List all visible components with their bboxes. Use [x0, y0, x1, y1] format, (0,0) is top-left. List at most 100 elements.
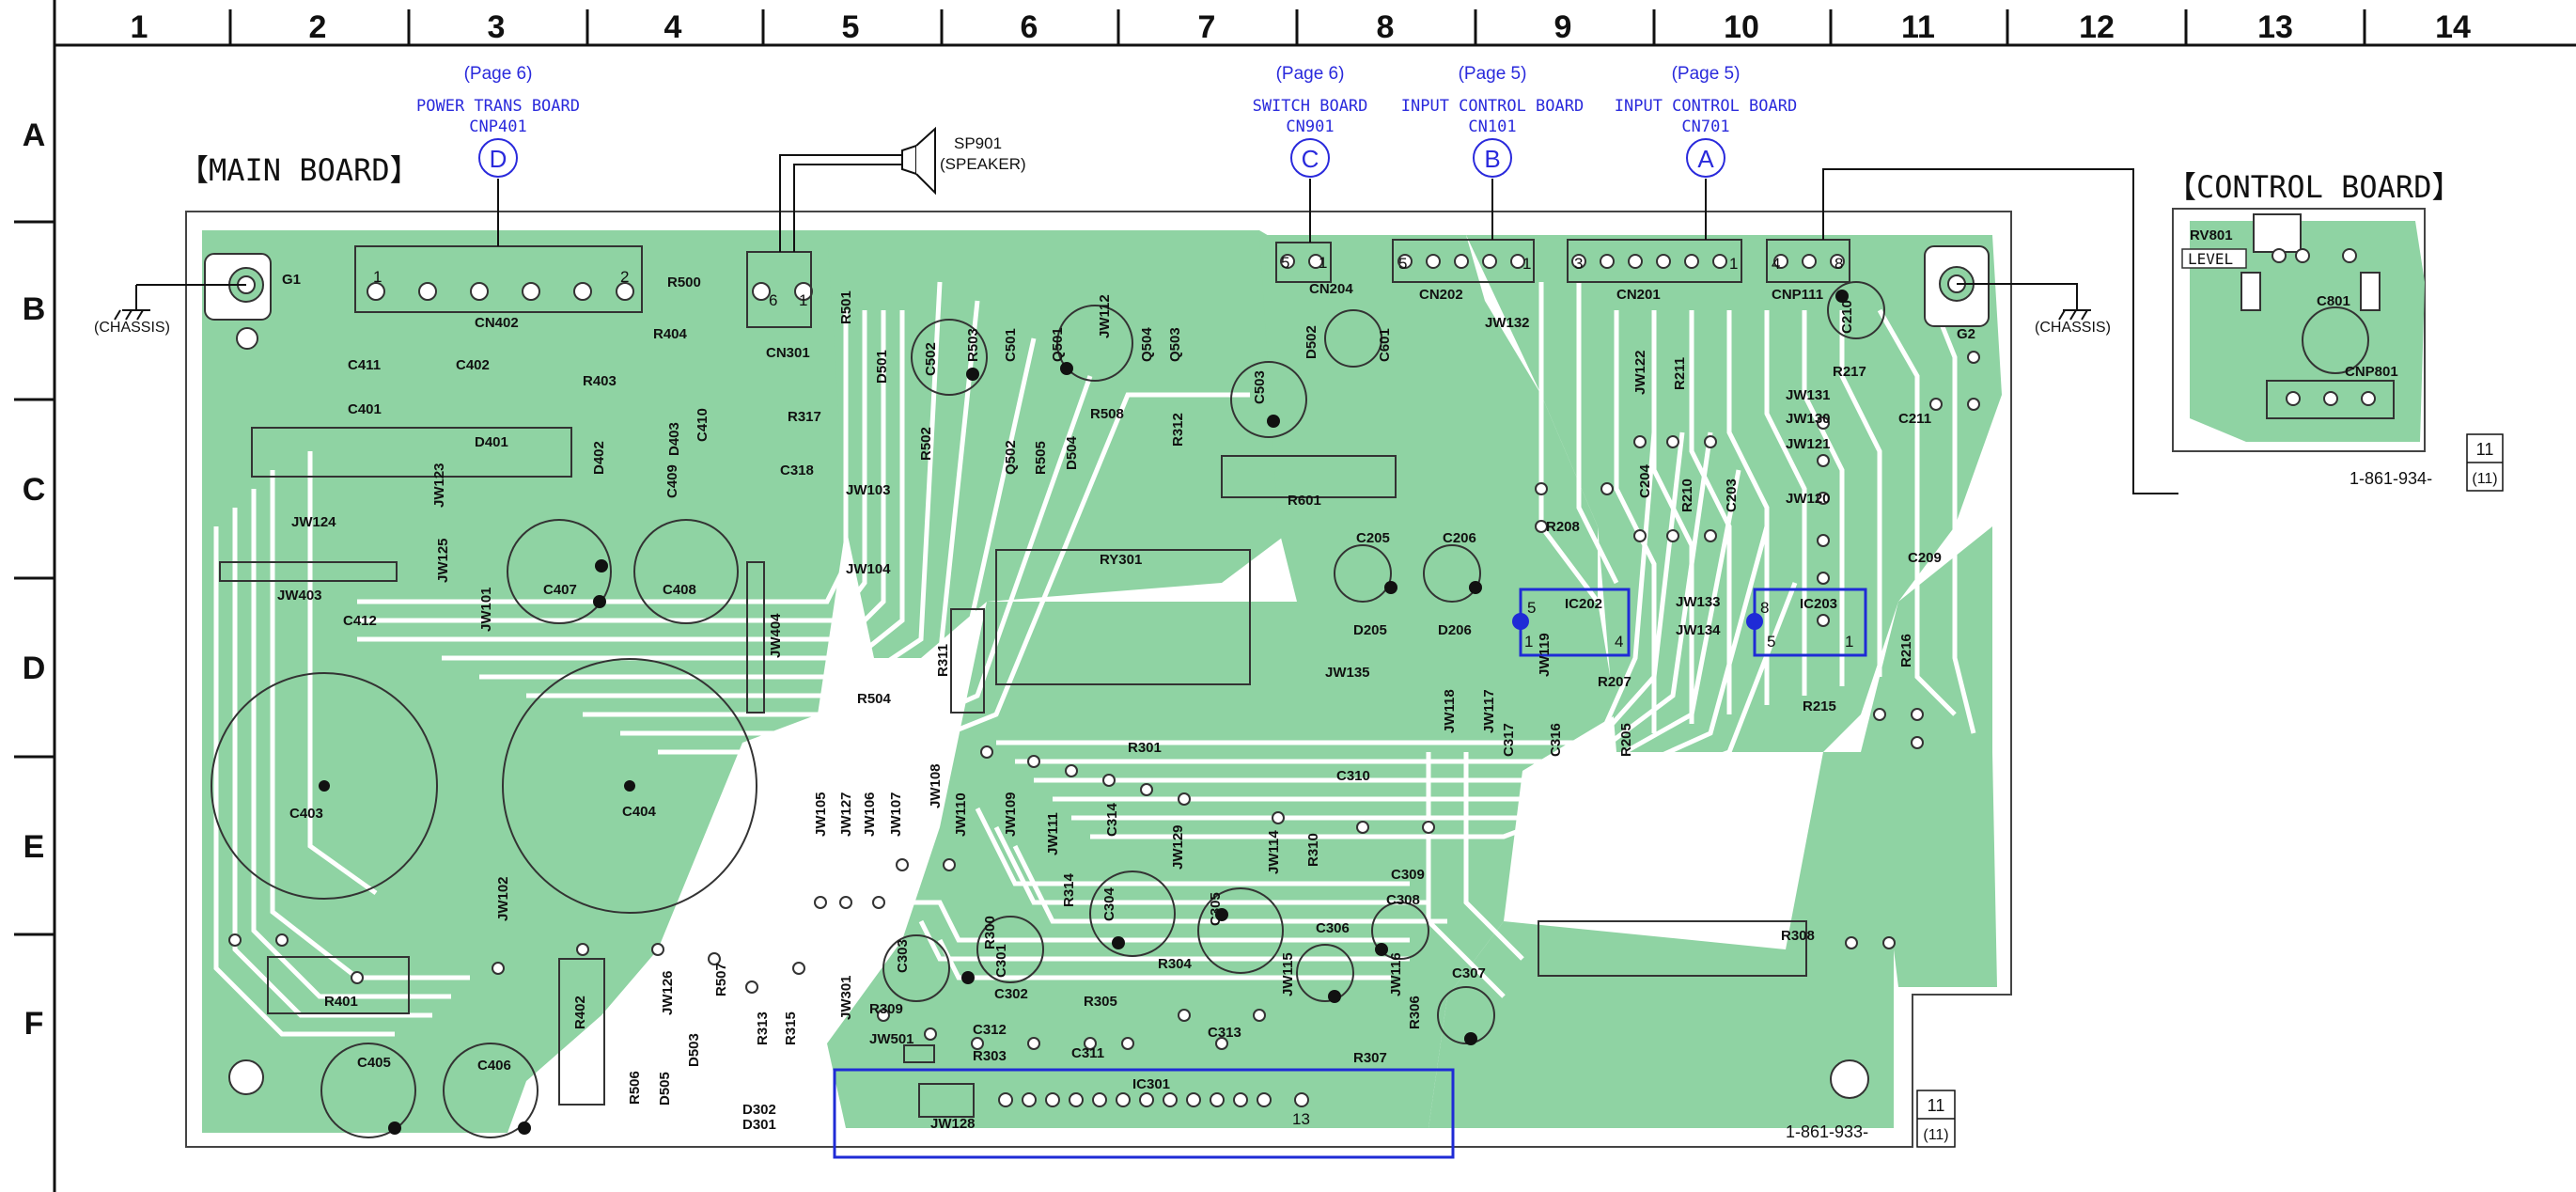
column-label: 6	[1021, 9, 1038, 45]
speaker-desc: (SPEAKER)	[940, 155, 1026, 173]
column-label: 5	[842, 9, 860, 45]
connector-name: CN101	[1468, 118, 1516, 136]
capacitor-c406	[443, 1043, 539, 1138]
component-label: C409	[664, 464, 680, 498]
component-label: JW110	[953, 792, 969, 837]
component-label: C301	[993, 944, 1009, 978]
column-label: 9	[1554, 9, 1572, 45]
pin-number: 13	[1292, 1110, 1310, 1128]
column-label: 11	[1901, 9, 1935, 45]
row-label: B	[23, 291, 46, 327]
component-label: JW112	[1097, 294, 1113, 338]
component-label: JW131	[1786, 387, 1831, 403]
component-label: C503	[1252, 370, 1268, 404]
capacitor-c408	[633, 519, 739, 624]
component-label: JW111	[1045, 812, 1061, 855]
pin-number: 1	[1522, 255, 1531, 273]
component-label: JW124	[291, 514, 336, 530]
control-sheet-bottom: (11)	[2472, 471, 2497, 487]
component-label: R601	[1288, 493, 1321, 509]
component-label: C412	[343, 613, 377, 629]
component-label: R311	[935, 644, 951, 677]
component-label: C209	[1908, 550, 1942, 566]
component-label: D504	[1064, 435, 1080, 470]
component-label: JW104	[846, 561, 891, 577]
component-label: R211	[1672, 357, 1688, 390]
component-label: R301	[1128, 740, 1162, 756]
component-label: C318	[780, 463, 814, 478]
component-label: JW123	[431, 463, 447, 508]
connector-references: (Page 6) POWER TRANS BOARD CNP401 D (Pag…	[416, 64, 1797, 173]
part-number-main: 1-861-933- 11 (11)	[1786, 1090, 1956, 1148]
component-label: C411	[348, 357, 381, 373]
row-label: D	[23, 651, 46, 686]
pin-number: 1	[373, 268, 382, 286]
capacitor-c307	[1437, 986, 1495, 1044]
component-label: R307	[1353, 1050, 1387, 1066]
pin-number: 1	[1729, 255, 1738, 273]
chassis-label-right: (CHASSIS)	[2035, 320, 2111, 336]
capacitor-c404	[502, 658, 757, 914]
component-label: C308	[1386, 892, 1420, 908]
main-sheet-bottom: (11)	[1923, 1127, 1948, 1143]
component-label: Q502	[1003, 440, 1019, 475]
component-label: D302	[742, 1102, 776, 1118]
component-label: R208	[1546, 519, 1580, 535]
component-label: JW117	[1481, 689, 1497, 733]
component-label: R205	[1618, 723, 1634, 757]
copper-pour	[202, 230, 2002, 1133]
component-label: JW134	[1676, 622, 1721, 638]
capacitor-c502	[911, 319, 988, 396]
component-label: JW119	[1537, 633, 1553, 677]
large-capacitors	[211, 281, 1885, 1138]
pin-number: 5	[1398, 255, 1407, 273]
capacitor-c405	[320, 1043, 416, 1138]
highlight-dots	[1512, 613, 1763, 630]
component-label: C316	[1548, 723, 1564, 757]
component-label: C406	[477, 1058, 511, 1074]
component-label: IC203	[1800, 596, 1837, 612]
component-label: R314	[1061, 872, 1077, 907]
connector-board: INPUT CONTROL BOARD	[1615, 97, 1797, 116]
pin-number: 1	[799, 291, 807, 309]
component-label: IC202	[1565, 596, 1602, 612]
component-label: R402	[572, 996, 588, 1029]
pin-number: 5	[1527, 599, 1536, 617]
component-label: R312	[1170, 413, 1186, 447]
component-label: R506	[627, 1071, 643, 1105]
component-label: C402	[456, 357, 490, 373]
connector-page: (Page 6)	[464, 64, 533, 84]
capacitor-c205	[1334, 544, 1392, 603]
component-label: R317	[788, 409, 821, 425]
control-label: C801	[2317, 293, 2350, 309]
component-label: JW107	[888, 792, 904, 837]
connector-letter: A	[1697, 145, 1714, 173]
row-label: C	[23, 472, 46, 508]
component-label: D501	[874, 350, 890, 384]
component-label: D502	[1304, 325, 1319, 359]
column-label: 14	[2435, 9, 2471, 45]
component-label: R300	[982, 916, 998, 949]
component-label: JW130	[1786, 411, 1831, 427]
component-label: CN301	[766, 345, 810, 361]
control-sheet-top: 11	[2476, 440, 2494, 459]
component-label: JW125	[435, 538, 451, 583]
component-label: C404	[622, 804, 657, 820]
component-label: D505	[657, 1072, 673, 1106]
component-label: RY301	[1100, 552, 1142, 568]
speaker-name: SP901	[954, 134, 1002, 152]
ic301-pins	[998, 1092, 1309, 1107]
control-label: CNP801	[2345, 364, 2398, 380]
component-label: C601	[1377, 328, 1393, 362]
component-label: JW116	[1388, 952, 1404, 996]
component-label: C205	[1356, 530, 1390, 546]
control-label: LEVEL	[2188, 250, 2233, 268]
component-label: Q503	[1167, 327, 1183, 362]
speaker-cone-icon	[915, 126, 936, 196]
column-label: 2	[309, 9, 327, 45]
component-label: C304	[1101, 886, 1117, 921]
traces	[213, 281, 1976, 1037]
capacitor-c601	[1324, 309, 1382, 368]
component-label: C206	[1443, 530, 1476, 546]
